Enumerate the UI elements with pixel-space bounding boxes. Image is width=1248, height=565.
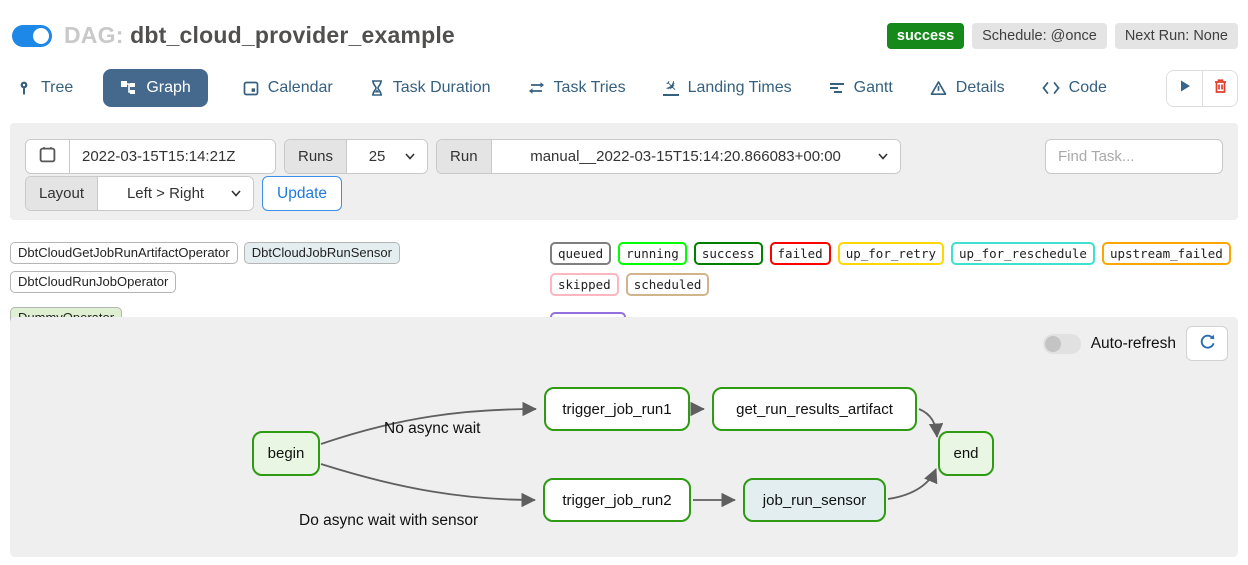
play-icon: [1178, 79, 1192, 98]
task-node-end[interactable]: end: [938, 431, 994, 476]
base-date-group: [25, 139, 276, 174]
details-icon: [930, 80, 947, 96]
tab-label: Details: [955, 79, 1005, 96]
gantt-icon: [829, 80, 845, 96]
status-chip[interactable]: skipped: [550, 273, 619, 296]
tab-details[interactable]: Details: [928, 69, 1007, 107]
status-chip[interactable]: running: [618, 242, 687, 265]
header: DAG: dbt_cloud_provider_example success …: [0, 0, 1248, 49]
status-chip[interactable]: upstream_failed: [1101, 242, 1231, 265]
tab-label: Gantt: [853, 79, 893, 96]
layout-label: Layout: [26, 177, 99, 210]
header-badges: success Schedule: @once Next Run: None: [886, 22, 1238, 49]
tab-code[interactable]: Code: [1040, 69, 1109, 107]
update-button[interactable]: Update: [262, 176, 343, 211]
chevron-down-icon: [231, 190, 241, 197]
legend: DbtCloudGetJobRunArtifactOperator DbtClo…: [10, 242, 1238, 335]
view-tabs: Tree Graph Calendar Task Duration Task T…: [14, 69, 1238, 107]
task-node-get-run-results-artifact[interactable]: get_run_results_artifact: [712, 387, 917, 431]
task-node-trigger-job-run2[interactable]: trigger_job_run2: [543, 478, 691, 522]
edge-label: No async wait: [384, 420, 481, 437]
operator-chip: DbtCloudGetJobRunArtifactOperator: [10, 242, 238, 264]
status-badge[interactable]: success: [886, 22, 965, 49]
retry-icon: [528, 80, 545, 96]
code-icon: [1042, 81, 1060, 95]
tab-label: Tree: [41, 79, 74, 96]
tab-label: Graph: [146, 79, 191, 96]
operator-chip: DbtCloudRunJobOperator: [10, 271, 177, 293]
dag-edges: [320, 401, 944, 508]
edge-label: Do async wait with sensor: [299, 512, 479, 529]
base-date-input[interactable]: [70, 140, 275, 173]
toggle-knob: [33, 27, 49, 44]
layout-select[interactable]: Left > Right: [98, 177, 254, 210]
tab-task-duration[interactable]: Task Duration: [368, 69, 493, 107]
refresh-button[interactable]: [1186, 326, 1228, 361]
graph-icon: [120, 80, 137, 96]
page-title: DAG: dbt_cloud_provider_example: [64, 22, 455, 49]
datepicker-button[interactable]: [26, 140, 70, 173]
find-task-input[interactable]: [1045, 139, 1223, 174]
num-runs-value: 25: [368, 148, 386, 165]
tab-label: Task Tries: [553, 79, 626, 96]
graph-panel: Auto-refresh No async wait Do async wait: [10, 317, 1238, 557]
graph-tools: Auto-refresh: [1042, 326, 1228, 361]
schedule-badge[interactable]: Schedule: @once: [972, 22, 1107, 49]
dag-name: dbt_cloud_provider_example: [130, 22, 455, 48]
status-chip[interactable]: success: [693, 242, 763, 265]
task-node-job-run-sensor[interactable]: job_run_sensor: [743, 478, 886, 522]
tab-label: Landing Times: [687, 79, 792, 96]
auto-refresh-toggle[interactable]: [1042, 333, 1081, 354]
refresh-icon: [1199, 333, 1216, 355]
status-chip[interactable]: up_for_retry: [837, 242, 944, 265]
calendar-icon: [243, 80, 259, 96]
runs-label: Runs: [285, 140, 348, 173]
tab-graph[interactable]: Graph: [103, 69, 208, 107]
run-label: Run: [437, 140, 492, 173]
delete-dag-button[interactable]: [1202, 70, 1237, 106]
find-task-wrap: [1045, 139, 1223, 174]
filter-row-2: Layout Left > Right Update: [25, 176, 1223, 211]
operator-legend: DbtCloudGetJobRunArtifactOperator DbtClo…: [10, 242, 550, 329]
status-chip[interactable]: scheduled: [625, 273, 710, 296]
tab-task-tries[interactable]: Task Tries: [526, 69, 628, 107]
tab-label: Calendar: [267, 79, 333, 96]
dag-pause-toggle[interactable]: [12, 24, 52, 47]
run-value: manual__2022-03-15T15:14:20.866083+00:00: [530, 148, 841, 165]
tab-landing-times[interactable]: ✈ Landing Times: [660, 69, 794, 107]
tree-icon: [16, 80, 32, 96]
chevron-down-icon: [405, 153, 415, 160]
toggle-knob: [1044, 335, 1061, 352]
trigger-dag-button[interactable]: [1167, 70, 1202, 106]
task-node-trigger-job-run1[interactable]: trigger_job_run1: [544, 387, 690, 431]
operator-chip: DbtCloudJobRunSensor: [243, 242, 400, 264]
auto-refresh-label: Auto-refresh: [1090, 334, 1176, 352]
filter-bar: Runs 25 Run manual__2022-03-15T15:14:20.…: [10, 123, 1238, 220]
calendar-icon: [39, 146, 56, 167]
tab-calendar[interactable]: Calendar: [241, 69, 335, 107]
dag-action-buttons: [1166, 69, 1238, 107]
layout-group: Layout Left > Right: [25, 176, 255, 211]
task-node-begin[interactable]: begin: [252, 431, 320, 476]
run-select[interactable]: manual__2022-03-15T15:14:20.866083+00:00: [491, 140, 900, 173]
layout-value: Left > Right: [126, 185, 205, 202]
filter-row-1: Runs 25 Run manual__2022-03-15T15:14:20.…: [25, 139, 1223, 174]
status-chip[interactable]: up_for_reschedule: [951, 242, 1095, 265]
run-select-group: Run manual__2022-03-15T15:14:20.866083+0…: [436, 139, 901, 174]
status-legend: queued running success failed up_for_ret…: [550, 242, 1238, 335]
dag-prefix: DAG:: [64, 22, 124, 48]
tab-label: Code: [1068, 79, 1107, 96]
tab-label: Task Duration: [392, 79, 491, 96]
trash-icon: [1213, 78, 1228, 99]
tab-tree[interactable]: Tree: [14, 69, 75, 107]
num-runs-group: Runs 25: [284, 139, 429, 174]
tab-gantt[interactable]: Gantt: [827, 69, 895, 107]
next-run-badge: Next Run: None: [1114, 22, 1238, 49]
landing-icon: ✈: [660, 75, 682, 97]
status-chip[interactable]: failed: [769, 242, 831, 265]
num-runs-select[interactable]: 25: [347, 140, 428, 173]
hourglass-icon: [370, 80, 384, 96]
status-chip[interactable]: queued: [550, 242, 612, 265]
chevron-down-icon: [877, 153, 888, 160]
